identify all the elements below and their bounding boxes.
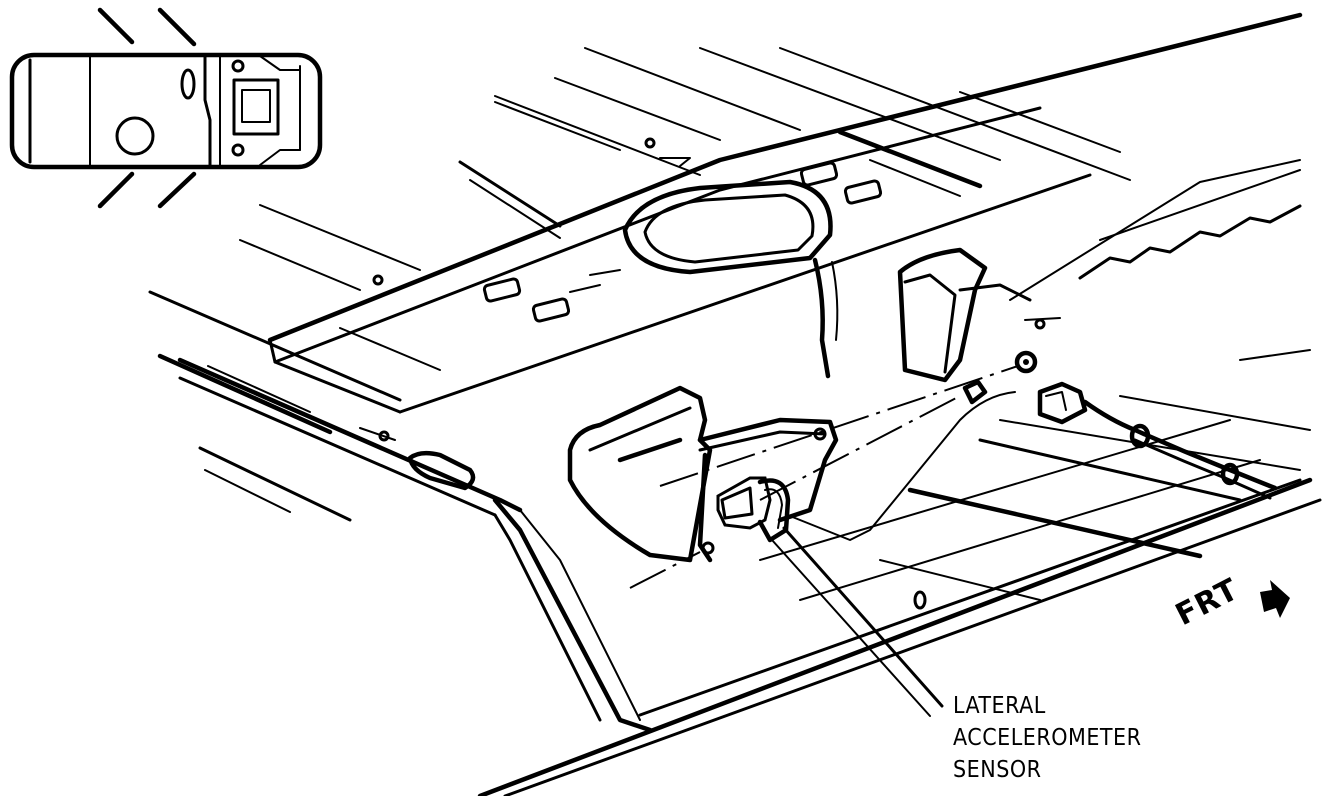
- access-opening: [622, 179, 833, 275]
- wiring-harness: [1037, 381, 1278, 500]
- vehicle-outline: [9, 52, 323, 170]
- vehicle-locator-inset: [9, 7, 323, 209]
- sensor-callout-label: LATERAL ACCELEROMETER SENSOR: [953, 690, 1142, 786]
- front-arrow: [1260, 580, 1290, 618]
- rear-cross-member: [267, 12, 1303, 414]
- left-floor-channel: [177, 357, 653, 733]
- locator-sensor-box: [232, 78, 280, 136]
- callout-line-1: LATERAL: [953, 693, 1046, 719]
- sensor-support-bracket: [567, 385, 713, 563]
- panel-slot: [482, 277, 522, 303]
- panel-slot: [799, 161, 839, 187]
- channel-clip: [407, 450, 476, 491]
- accelerometer-sensor-body: [716, 476, 772, 530]
- callout-line-3: SENSOR: [953, 757, 1042, 783]
- panel-slot: [843, 179, 883, 205]
- locator-circle: [115, 116, 155, 156]
- floor-edge: [477, 349, 1322, 796]
- front-arrow-icon: [1260, 580, 1290, 618]
- mount-nut: [962, 379, 988, 405]
- mount-stud: [1014, 350, 1038, 374]
- sensor-assembly: [567, 365, 1019, 589]
- harness-connector: [1037, 381, 1088, 425]
- callout-leader: [771, 526, 944, 717]
- floor-ribs-upper: [148, 47, 1131, 522]
- panel-slot: [531, 297, 571, 323]
- callout-line-2: ACCELEROMETER: [953, 725, 1142, 751]
- rear-mount-bracket: [812, 247, 1038, 405]
